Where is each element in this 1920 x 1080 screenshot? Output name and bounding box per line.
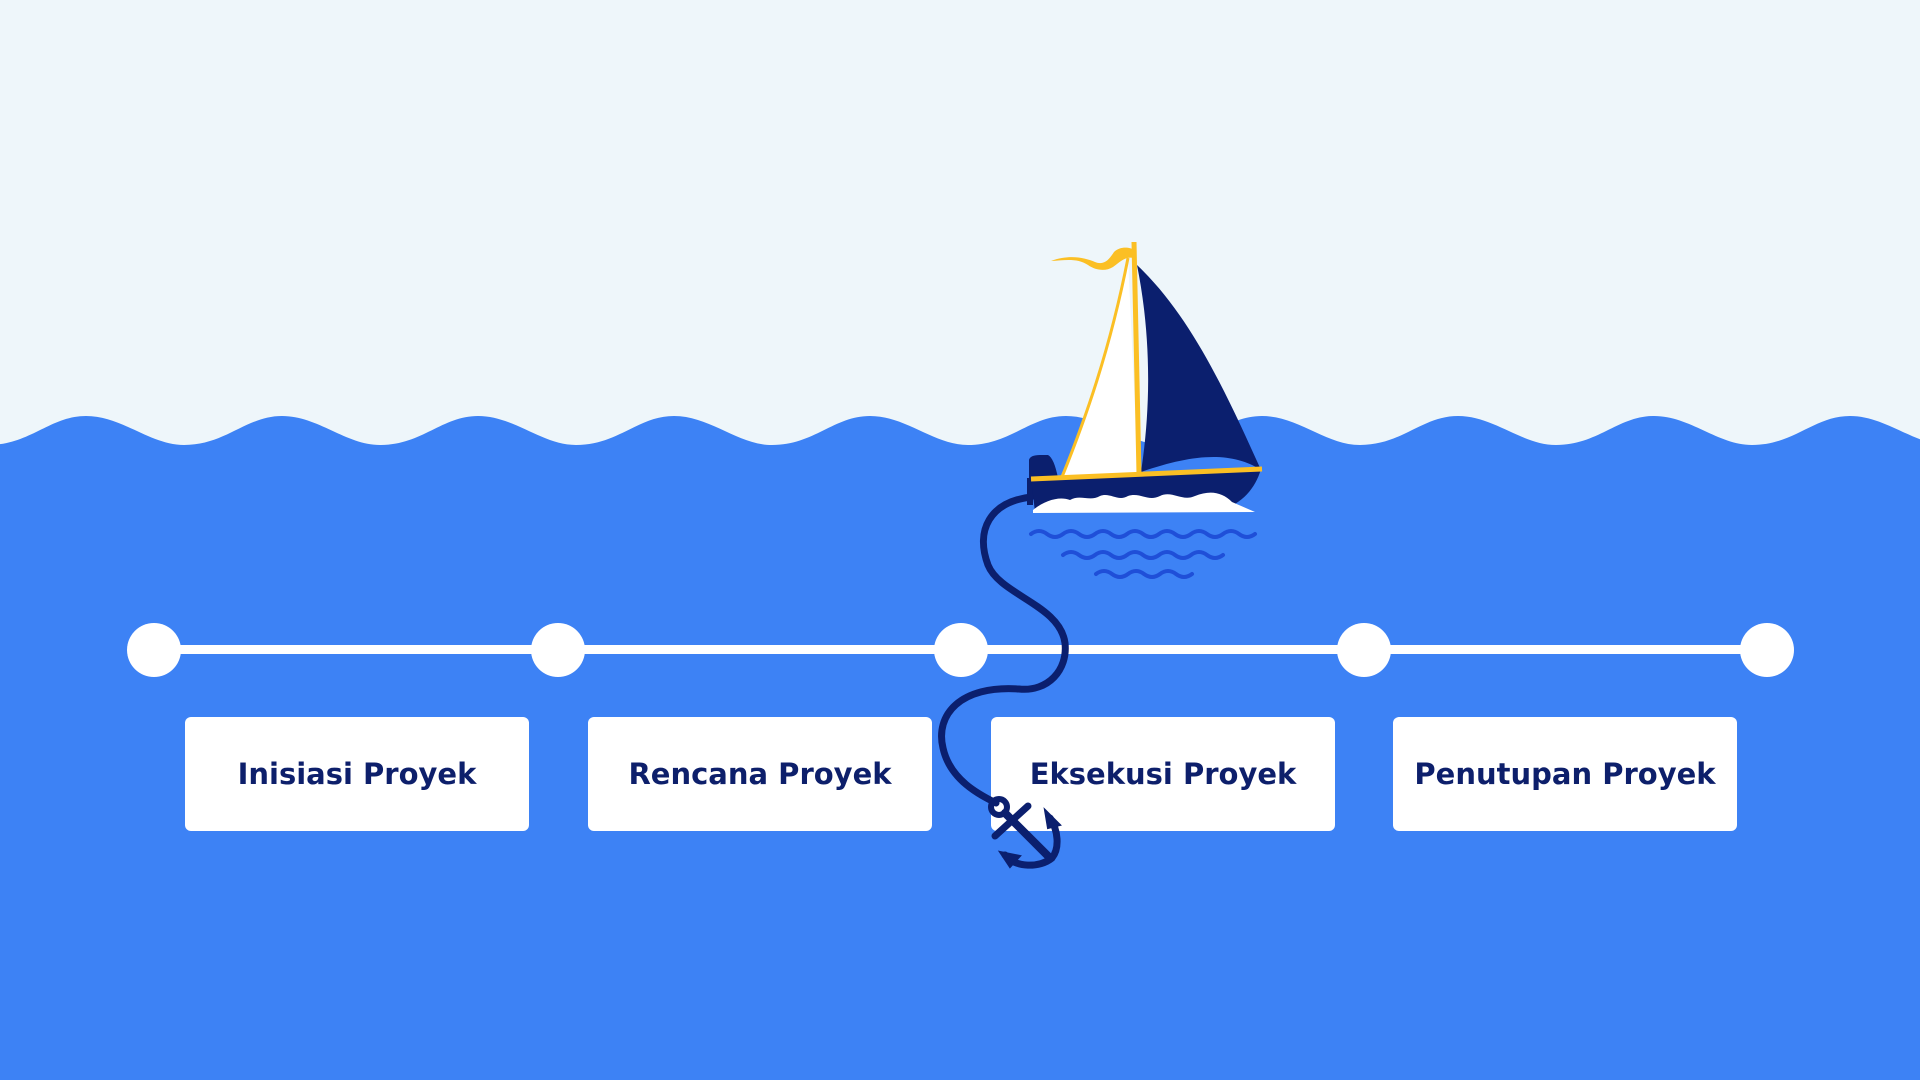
milestone-dot-3 [934, 623, 988, 677]
stage-label: Inisiasi Proyek [237, 757, 477, 791]
stage-label: Rencana Proyek [628, 757, 892, 791]
milestone-dot-2 [531, 623, 585, 677]
milestone-dot-4 [1337, 623, 1391, 677]
stage-card-rencana: Rencana Proyek [588, 717, 932, 831]
milestone-dot-5 [1740, 623, 1794, 677]
stage-card-inisiasi: Inisiasi Proyek [185, 717, 529, 831]
stage-card-eksekusi: Eksekusi Proyek [991, 717, 1335, 831]
stage-card-penutupan: Penutupan Proyek [1393, 717, 1737, 831]
stage-label: Penutupan Proyek [1414, 757, 1716, 791]
stage-label: Eksekusi Proyek [1029, 757, 1297, 791]
milestone-dot-1 [127, 623, 181, 677]
